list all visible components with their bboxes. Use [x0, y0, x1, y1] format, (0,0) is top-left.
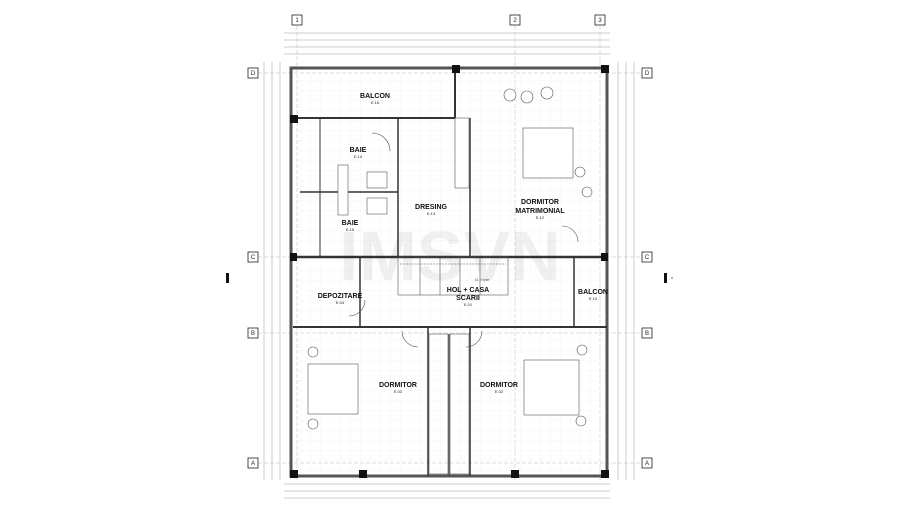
sink — [366, 197, 388, 215]
watermark: IMSVN — [339, 217, 561, 295]
svg-text:DORMITOR: DORMITOR — [521, 199, 559, 206]
svg-text:E.03: E.03 — [394, 389, 403, 394]
section-marker-right — [664, 273, 667, 283]
bed-right — [523, 359, 580, 416]
grid-bubbles: 1 2 3 D D C C B B A A — [247, 14, 653, 469]
closet-right — [449, 333, 470, 475]
room-label-dormitor-e03: DORMITOR E.03 — [379, 382, 417, 394]
grid-marker-2 — [509, 14, 521, 26]
svg-text:BALCON: BALCON — [360, 93, 390, 100]
section-label: A — [671, 276, 674, 280]
svg-text:E.02: E.02 — [495, 389, 504, 394]
bathtub — [337, 164, 349, 216]
closet-left — [428, 333, 449, 475]
grid-label: D — [645, 71, 650, 77]
svg-text:HOL + CASA: HOL + CASA — [447, 287, 489, 294]
svg-text:DORMITOR: DORMITOR — [379, 382, 417, 389]
room-label-baie-e15: BAIE E.15 — [342, 220, 359, 232]
svg-text:BALCON: BALCON — [578, 289, 608, 296]
svg-text:DEPOZITARE: DEPOZITARE — [318, 293, 363, 300]
svg-text:DORMITOR: DORMITOR — [480, 382, 518, 389]
door-swings — [348, 132, 579, 348]
grid-label: C — [645, 255, 650, 261]
svg-text:SCARII: SCARII — [456, 295, 480, 302]
grid-label: 2 — [513, 18, 517, 24]
room-label-balcon-e10: BALCON E.10 — [578, 289, 608, 301]
stair-note: 16 Trepte — [475, 278, 490, 282]
svg-text:E.12: E.12 — [536, 215, 545, 220]
grid-marker-1 — [291, 14, 303, 26]
stairs — [397, 256, 509, 296]
section-marker-left — [226, 273, 229, 283]
bed-master — [522, 127, 574, 179]
grid-label: A — [251, 461, 255, 467]
grid-label: C — [251, 255, 256, 261]
grid-label: 1 — [295, 18, 299, 24]
columns — [290, 65, 609, 478]
dimension-lines — [263, 32, 635, 499]
grid-label: A — [645, 461, 649, 467]
furniture — [307, 86, 593, 475]
svg-text:BAIE: BAIE — [350, 147, 367, 154]
room-label-baie-e14: BAIE E.14 — [350, 147, 367, 159]
room-label-balcon-e16: BALCON E.16 — [360, 93, 390, 105]
room-label-dormitor-matrimonial-e12: DORMITOR MATRIMONIAL E.12 — [515, 199, 565, 220]
svg-text:MATRIMONIAL: MATRIMONIAL — [515, 208, 565, 215]
svg-text:BAIE: BAIE — [342, 220, 359, 227]
svg-text:DRESING: DRESING — [415, 204, 447, 211]
grid-marker-3 — [594, 14, 606, 26]
grid-label: B — [645, 331, 649, 337]
wardrobe — [454, 117, 470, 189]
sink — [366, 171, 388, 189]
grid-label: B — [251, 331, 255, 337]
room-label-dresing-e13: DRESING E.13 — [415, 204, 447, 216]
svg-text:E.10: E.10 — [589, 296, 598, 301]
grid-label: 3 — [598, 18, 602, 24]
svg-text:E.01: E.01 — [464, 302, 473, 307]
svg-text:E.13: E.13 — [427, 211, 436, 216]
svg-text:E.14: E.14 — [354, 154, 363, 159]
svg-text:E.16: E.16 — [371, 100, 380, 105]
room-label-dormitor-e02: DORMITOR E.02 — [480, 382, 518, 394]
room-label-hol-casa-scarii-e01: HOL + CASA SCARII E.01 — [447, 287, 489, 307]
svg-text:E.04: E.04 — [336, 300, 345, 305]
bed-left — [307, 363, 359, 415]
room-label-depozitare-e04: DEPOZITARE E.04 — [318, 293, 363, 305]
svg-text:E.15: E.15 — [346, 227, 355, 232]
grid-label: D — [251, 71, 256, 77]
